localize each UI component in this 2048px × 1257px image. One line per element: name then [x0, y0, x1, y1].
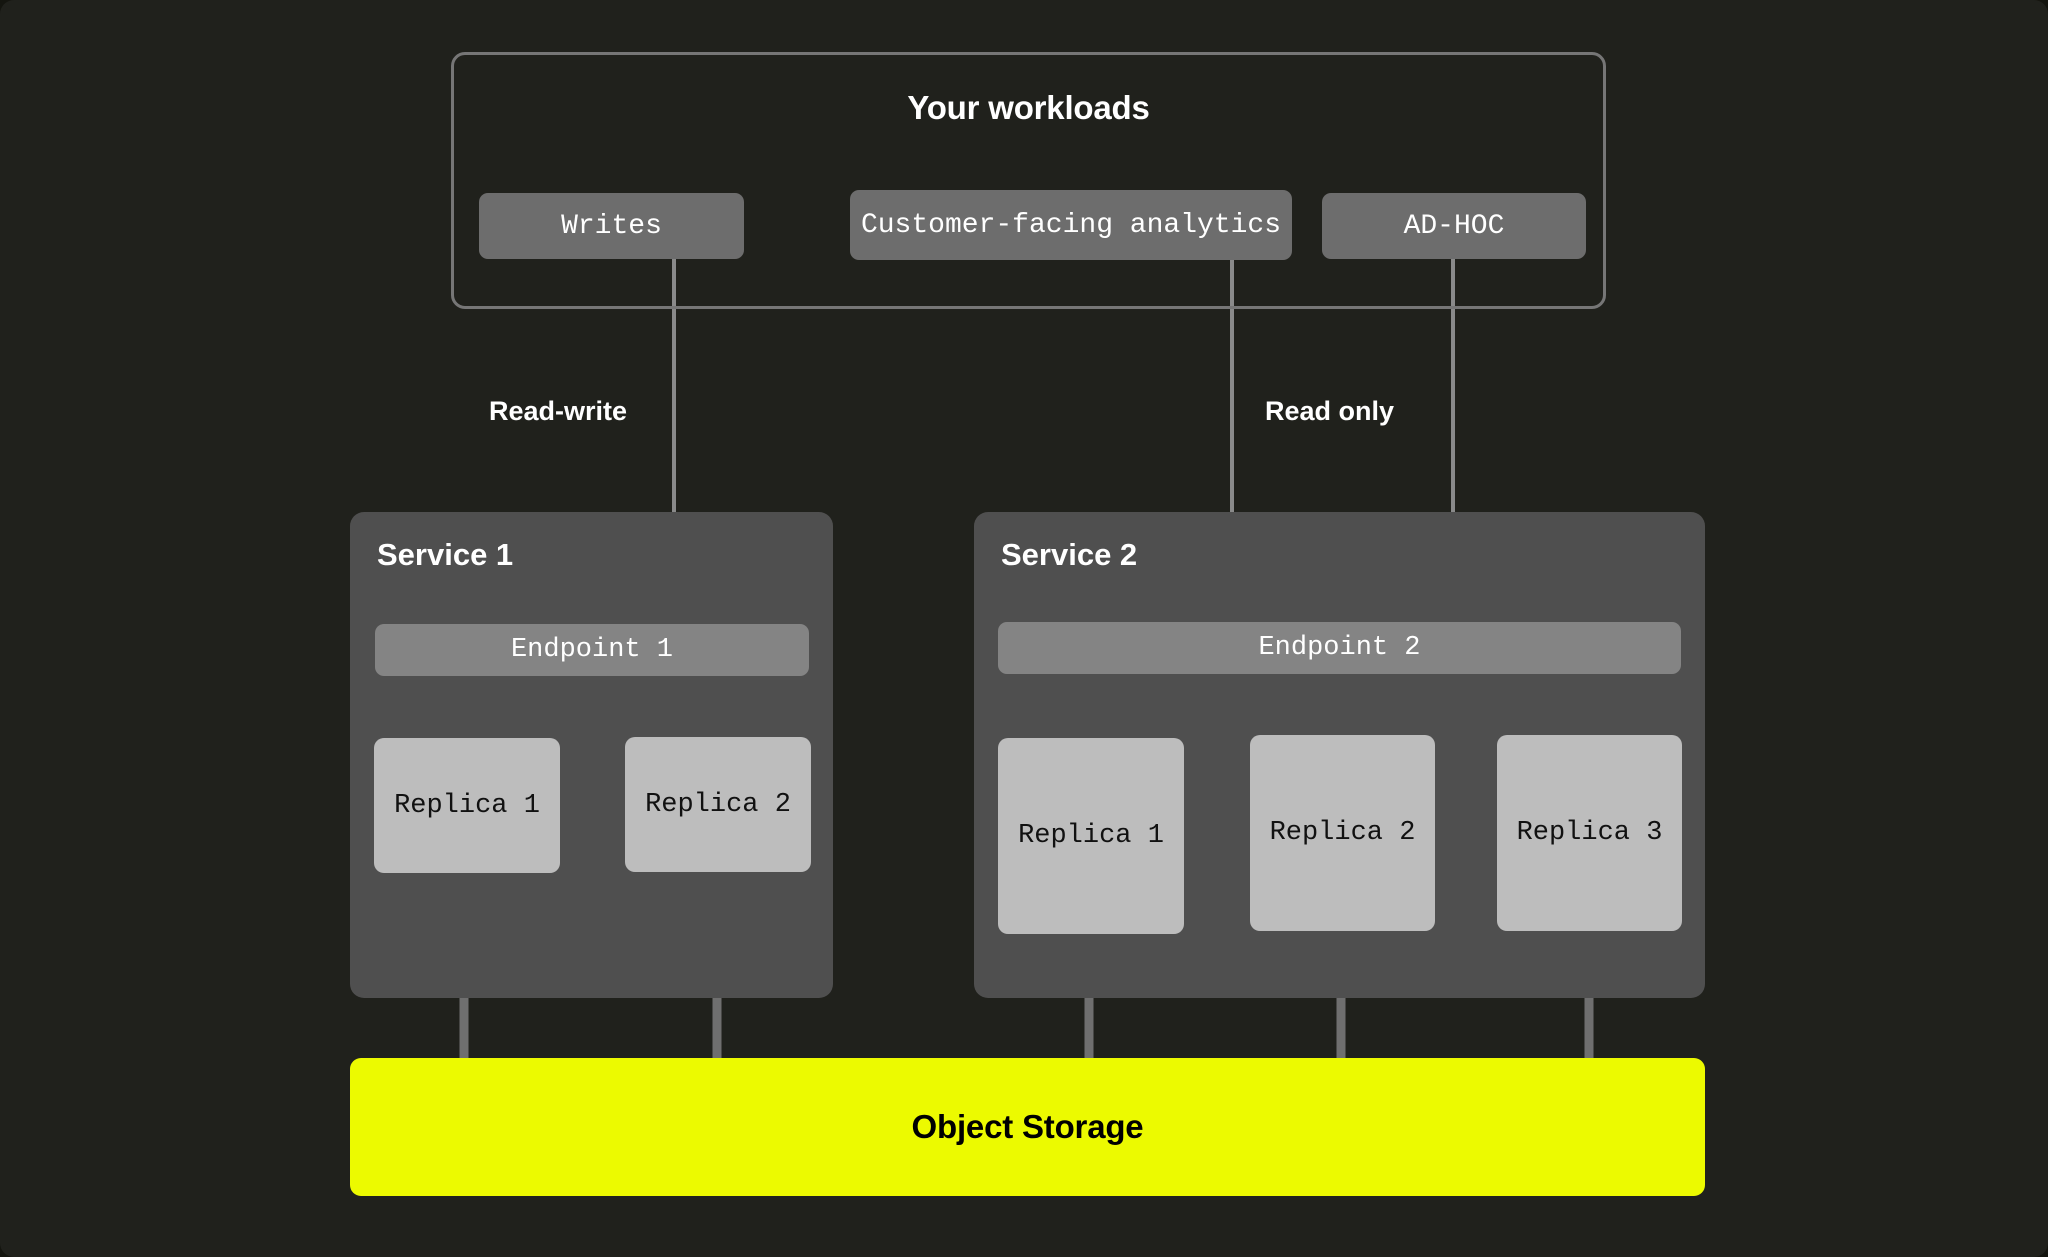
workload-chip-writes[interactable]: Writes — [479, 193, 744, 259]
your-workloads-title: Your workloads — [907, 89, 1150, 126]
service-title-2: Service 2 — [1001, 537, 1138, 572]
service1-replica-1[interactable]: Replica 1 — [374, 738, 560, 873]
object-storage-label: Object Storage — [911, 1108, 1144, 1145]
workload-chip-ad-hoc[interactable]: AD-HOC — [1322, 193, 1586, 259]
service1-replica-2[interactable]: Replica 2 — [625, 737, 811, 872]
workload-chip-customer-facing-analytics[interactable]: Customer-facing analytics — [850, 190, 1292, 260]
service2-replica-1[interactable]: Replica 1 — [998, 738, 1184, 934]
endpoint-1[interactable]: Endpoint 1 — [375, 624, 809, 676]
object-storage-bar[interactable]: Object Storage — [350, 1058, 1705, 1196]
service2-replica-3[interactable]: Replica 3 — [1497, 735, 1682, 931]
your-workloads-panel: Your workloads — [451, 52, 1606, 309]
endpoint-2[interactable]: Endpoint 2 — [998, 622, 1681, 674]
service-title-1: Service 1 — [377, 537, 514, 572]
service2-replica-2[interactable]: Replica 2 — [1250, 735, 1435, 931]
flow-label-read-only: Read only — [1265, 396, 1395, 426]
flow-label-read-write: Read-write — [489, 396, 628, 426]
